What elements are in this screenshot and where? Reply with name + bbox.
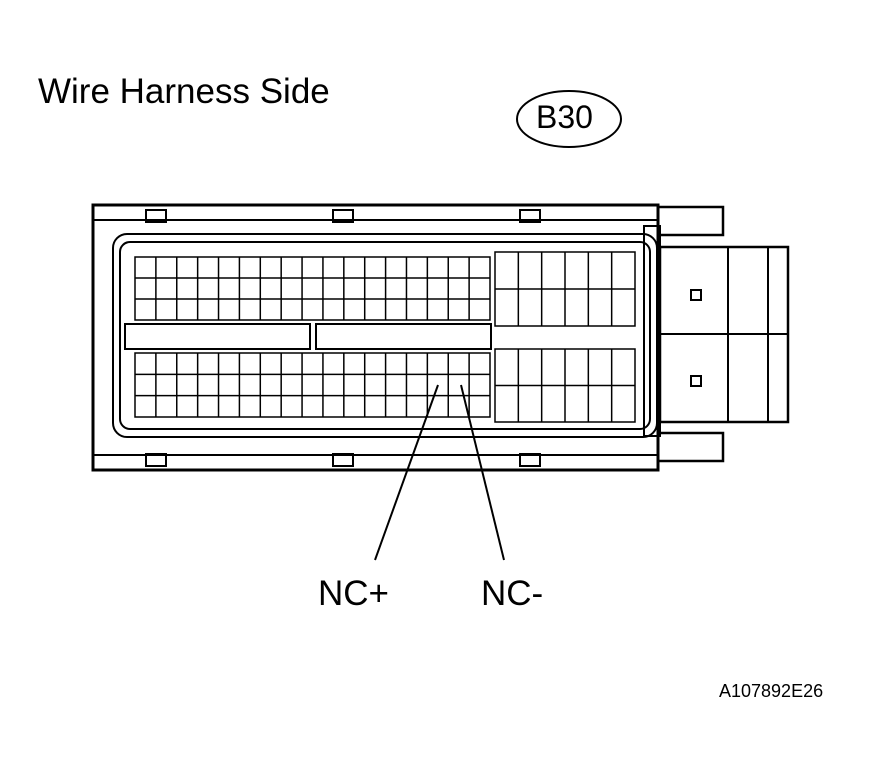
connector-lock xyxy=(643,205,790,463)
pin-grid-top-right xyxy=(494,251,636,327)
pin-grids xyxy=(134,251,636,423)
pin-grid-bottom-left xyxy=(134,352,491,418)
pin-label-nc-minus: NC- xyxy=(481,574,544,613)
connector-id: B30 xyxy=(536,99,593,135)
connector-keys xyxy=(124,323,492,350)
pin-label-nc-plus: NC+ xyxy=(318,574,389,613)
figure-code: A107892E26 xyxy=(719,681,824,701)
pin-grid-top-left xyxy=(134,256,491,321)
diagram-title: Wire Harness Side xyxy=(38,72,330,111)
leader-line-nc-plus xyxy=(374,384,439,561)
connector-id-ellipse xyxy=(516,90,622,148)
pin-grid-bottom-right xyxy=(494,348,636,423)
leader-line-nc-minus xyxy=(460,384,505,561)
connector-housing xyxy=(91,203,660,472)
